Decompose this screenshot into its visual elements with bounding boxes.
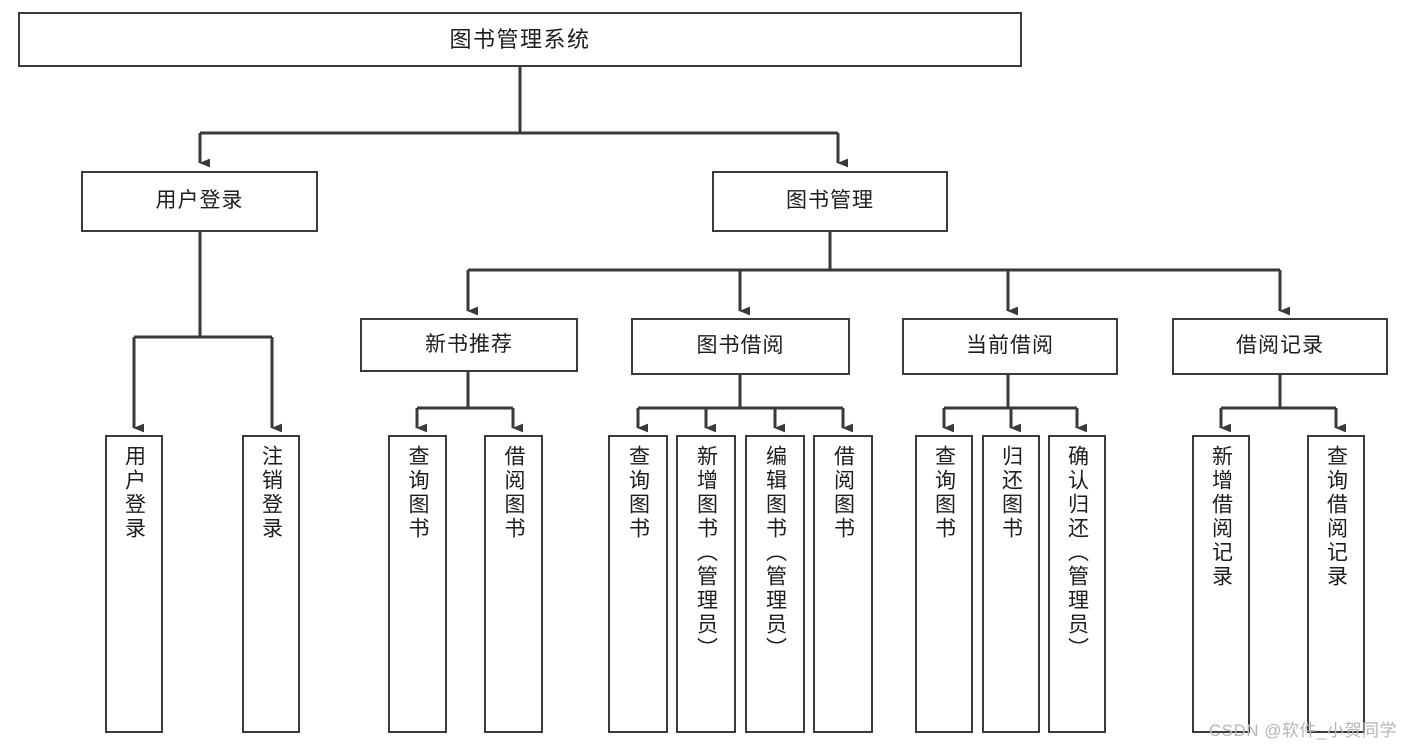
node-label: 查询借阅记录 bbox=[1324, 445, 1348, 589]
node-label: 归还图书 bbox=[999, 445, 1023, 541]
node-label: 用户登录 bbox=[122, 445, 146, 541]
node-label: 借阅图书 bbox=[831, 445, 855, 541]
node-label: 查询图书 bbox=[406, 445, 429, 541]
node-label: 借阅记录 bbox=[1236, 334, 1324, 358]
node-leaf-add-borrow-record[interactable]: 新增借阅记录 bbox=[1192, 435, 1250, 733]
node-leaf-edit-book[interactable]: 编辑图书（管理员） bbox=[745, 435, 805, 733]
node-label: 图书借阅 bbox=[696, 334, 785, 358]
node-label: 图书管理系统 bbox=[449, 26, 591, 52]
node-borrow-record[interactable]: 借阅记录 bbox=[1172, 318, 1388, 375]
node-leaf-query-book-borrow[interactable]: 查询图书 bbox=[608, 435, 668, 733]
node-label: 确认归还（管理员） bbox=[1065, 445, 1089, 661]
node-leaf-query-book-current[interactable]: 查询图书 bbox=[915, 435, 973, 733]
node-label: 图书管理 bbox=[786, 189, 874, 213]
node-label: 借阅图书 bbox=[502, 445, 525, 541]
node-leaf-add-book[interactable]: 新增图书（管理员） bbox=[676, 435, 736, 733]
node-label: 新增借阅记录 bbox=[1209, 445, 1233, 589]
node-new-book-recommend[interactable]: 新书推荐 bbox=[360, 318, 578, 372]
node-book-borrow[interactable]: 图书借阅 bbox=[631, 318, 850, 375]
node-leaf-query-book-new[interactable]: 查询图书 bbox=[388, 435, 447, 733]
node-leaf-borrow-book-new[interactable]: 借阅图书 bbox=[484, 435, 543, 733]
node-leaf-borrow-book[interactable]: 借阅图书 bbox=[813, 435, 873, 733]
node-label: 用户登录 bbox=[155, 189, 244, 213]
node-root-system[interactable]: 图书管理系统 bbox=[18, 12, 1022, 67]
node-label: 编辑图书（管理员） bbox=[763, 445, 787, 661]
node-leaf-user-login[interactable]: 用户登录 bbox=[105, 435, 163, 733]
node-label: 当前借阅 bbox=[966, 334, 1054, 358]
node-current-borrow[interactable]: 当前借阅 bbox=[902, 318, 1118, 375]
node-label: 注销登录 bbox=[259, 445, 283, 541]
node-label: 新增图书（管理员） bbox=[694, 445, 718, 661]
node-leaf-return-book[interactable]: 归还图书 bbox=[982, 435, 1040, 733]
node-label: 查询图书 bbox=[932, 445, 956, 541]
node-leaf-query-borrow-record[interactable]: 查询借阅记录 bbox=[1307, 435, 1365, 733]
node-leaf-confirm-return[interactable]: 确认归还（管理员） bbox=[1048, 435, 1106, 733]
node-leaf-logout[interactable]: 注销登录 bbox=[242, 435, 300, 733]
node-label: 新书推荐 bbox=[425, 332, 513, 356]
node-label: 查询图书 bbox=[626, 445, 650, 541]
node-book-manage[interactable]: 图书管理 bbox=[712, 171, 948, 232]
node-user-login[interactable]: 用户登录 bbox=[81, 171, 318, 232]
